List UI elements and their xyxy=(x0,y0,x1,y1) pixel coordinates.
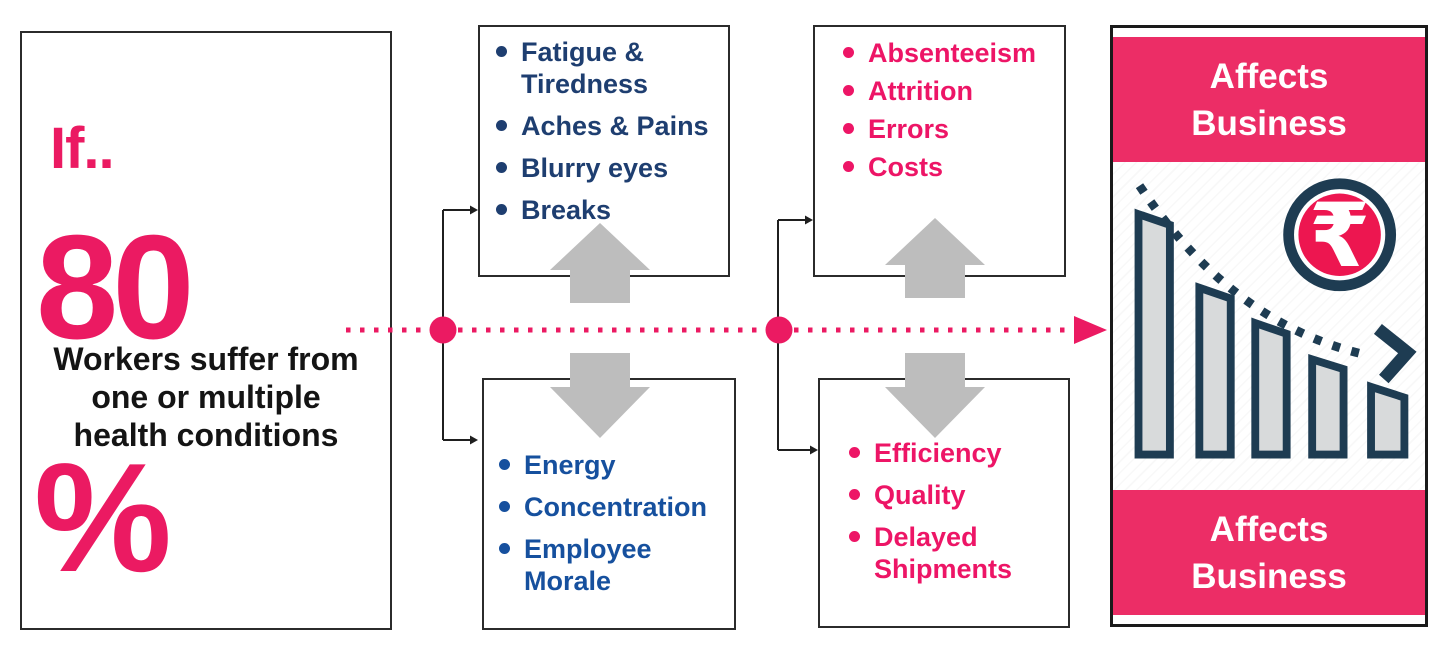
bullet-icon xyxy=(496,162,507,173)
list-item: Energy xyxy=(499,449,729,481)
bullet-icon xyxy=(496,204,507,215)
symptoms-list: Fatigue & Tiredness Aches & Pains Blurry… xyxy=(496,36,721,236)
list-item: Concentration xyxy=(499,491,729,523)
list-item-label: Employee Morale xyxy=(524,534,652,596)
stat-box: If.. 80 Workers suffer from one or multi… xyxy=(20,31,392,630)
bullet-icon xyxy=(499,459,510,470)
decline-arrowhead-icon xyxy=(1373,323,1417,384)
down-arrow-icon xyxy=(550,353,650,438)
declining-chart-area: ₹ xyxy=(1113,162,1425,490)
stat-value: 80 xyxy=(36,205,195,370)
operations-effects-list: Efficiency Quality Delayed Shipments xyxy=(849,437,1049,595)
affects-business-banner-bottom: Affects Business xyxy=(1113,490,1425,615)
bullet-icon xyxy=(843,85,854,96)
list-item-label: Efficiency xyxy=(874,438,1002,468)
wellbeing-box: Energy Concentration Employee Morale xyxy=(482,378,736,630)
stat-percent-symbol: % xyxy=(34,431,172,604)
list-item-label: Attrition xyxy=(868,76,973,106)
bullet-icon xyxy=(843,47,854,58)
bullet-icon xyxy=(849,489,860,500)
list-item-label: Costs xyxy=(868,152,944,182)
list-item: Efficiency xyxy=(849,437,1049,469)
list-item-label: Delayed Shipments xyxy=(874,522,1013,584)
list-item-label: Fatigue & Tiredness xyxy=(521,37,649,99)
bullet-icon xyxy=(849,531,860,542)
list-item-label: Blurry eyes xyxy=(521,153,669,183)
pink-flow-line xyxy=(346,316,1107,344)
affects-business-banner-top: Affects Business xyxy=(1113,37,1425,162)
declining-bar-chart-icon: ₹ xyxy=(1134,178,1417,459)
list-item-label: Energy xyxy=(524,450,616,480)
bars-icon xyxy=(1134,208,1409,459)
list-item: Absenteeism xyxy=(843,37,1036,69)
bullet-icon xyxy=(843,123,854,134)
list-item-label: Quality xyxy=(874,480,966,510)
list-item: Errors xyxy=(843,113,1036,145)
list-item: Costs xyxy=(843,151,1036,183)
bullet-icon xyxy=(499,543,510,554)
list-item-label: Errors xyxy=(868,114,950,144)
rupee-symbol: ₹ xyxy=(1309,184,1370,287)
list-item: Quality xyxy=(849,479,1049,511)
up-arrow-icon xyxy=(885,218,985,298)
flow-node-icon xyxy=(429,316,457,344)
down-arrow-icon xyxy=(885,353,985,438)
list-item: Attrition xyxy=(843,75,1036,107)
bullet-icon xyxy=(849,447,860,458)
bullet-icon xyxy=(496,120,507,131)
list-item: Aches & Pains xyxy=(496,110,721,142)
up-arrow-icon xyxy=(550,223,650,303)
list-item: Fatigue & Tiredness xyxy=(496,36,721,100)
list-item-label: Absenteeism xyxy=(868,38,1037,68)
list-item-label: Aches & Pains xyxy=(521,111,709,141)
bullet-icon xyxy=(499,501,510,512)
bullet-icon xyxy=(843,161,854,172)
stat-prefix: If.. xyxy=(50,116,115,181)
workforce-effects-list: Absenteeism Attrition Errors Costs xyxy=(843,37,1036,189)
wellbeing-list: Energy Concentration Employee Morale xyxy=(499,449,729,607)
flow-arrowhead-icon xyxy=(1074,316,1107,344)
flow-node-icon xyxy=(765,316,793,344)
list-item: Breaks xyxy=(496,194,721,226)
stat-description: Workers suffer from one or multiple heal… xyxy=(53,341,359,453)
banner-label: Affects Business xyxy=(1191,56,1347,143)
decline-trend-dotted-line xyxy=(1135,183,1366,359)
banner-label: Affects Business xyxy=(1191,509,1347,596)
list-item: Delayed Shipments xyxy=(849,521,1049,585)
list-item: Blurry eyes xyxy=(496,152,721,184)
rupee-coin-icon: ₹ xyxy=(1283,178,1397,292)
list-item: Employee Morale xyxy=(499,533,729,597)
affects-business-panel: Affects Business ₹ xyxy=(1110,25,1428,627)
bullet-icon xyxy=(496,46,507,57)
list-item-label: Concentration xyxy=(524,492,708,522)
list-item-label: Breaks xyxy=(521,195,612,225)
